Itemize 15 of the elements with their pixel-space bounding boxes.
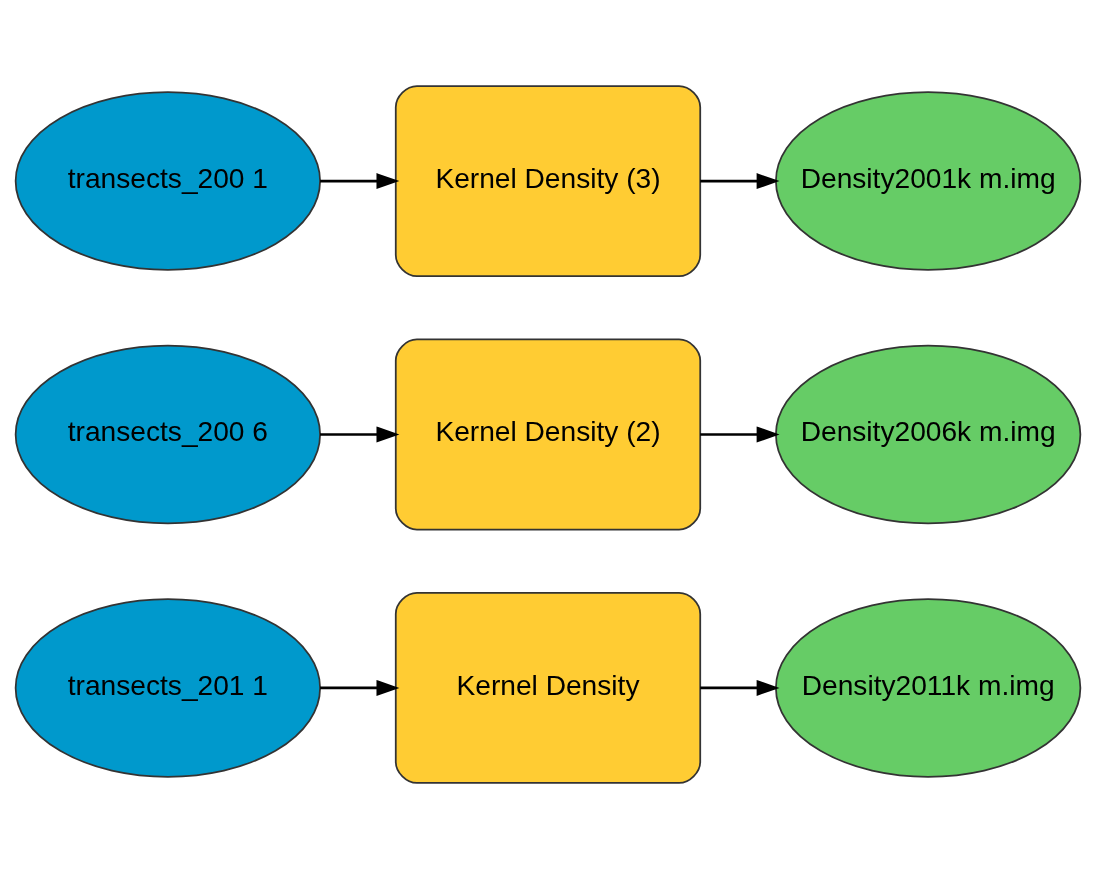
node-ellipse: Density2011k m.img: [775, 598, 1082, 778]
node-ellipse: Density2001k m.img: [775, 91, 1082, 271]
node-ellipse: transects_200 6: [14, 344, 321, 525]
arrow: [700, 679, 780, 696]
arrow: [700, 173, 780, 190]
node-box: Kernel Density: [394, 592, 702, 784]
arrow: [320, 679, 400, 696]
arrow: [700, 426, 780, 443]
node-ellipse: Density2006k m.img: [775, 344, 1082, 525]
arrow: [320, 426, 400, 443]
node-ellipse: transects_201 1: [14, 598, 321, 778]
arrow: [320, 173, 400, 190]
node-ellipse: transects_200 1: [14, 91, 321, 271]
node-box: Kernel Density (3): [394, 85, 702, 277]
node-box: Kernel Density (2): [394, 338, 702, 531]
